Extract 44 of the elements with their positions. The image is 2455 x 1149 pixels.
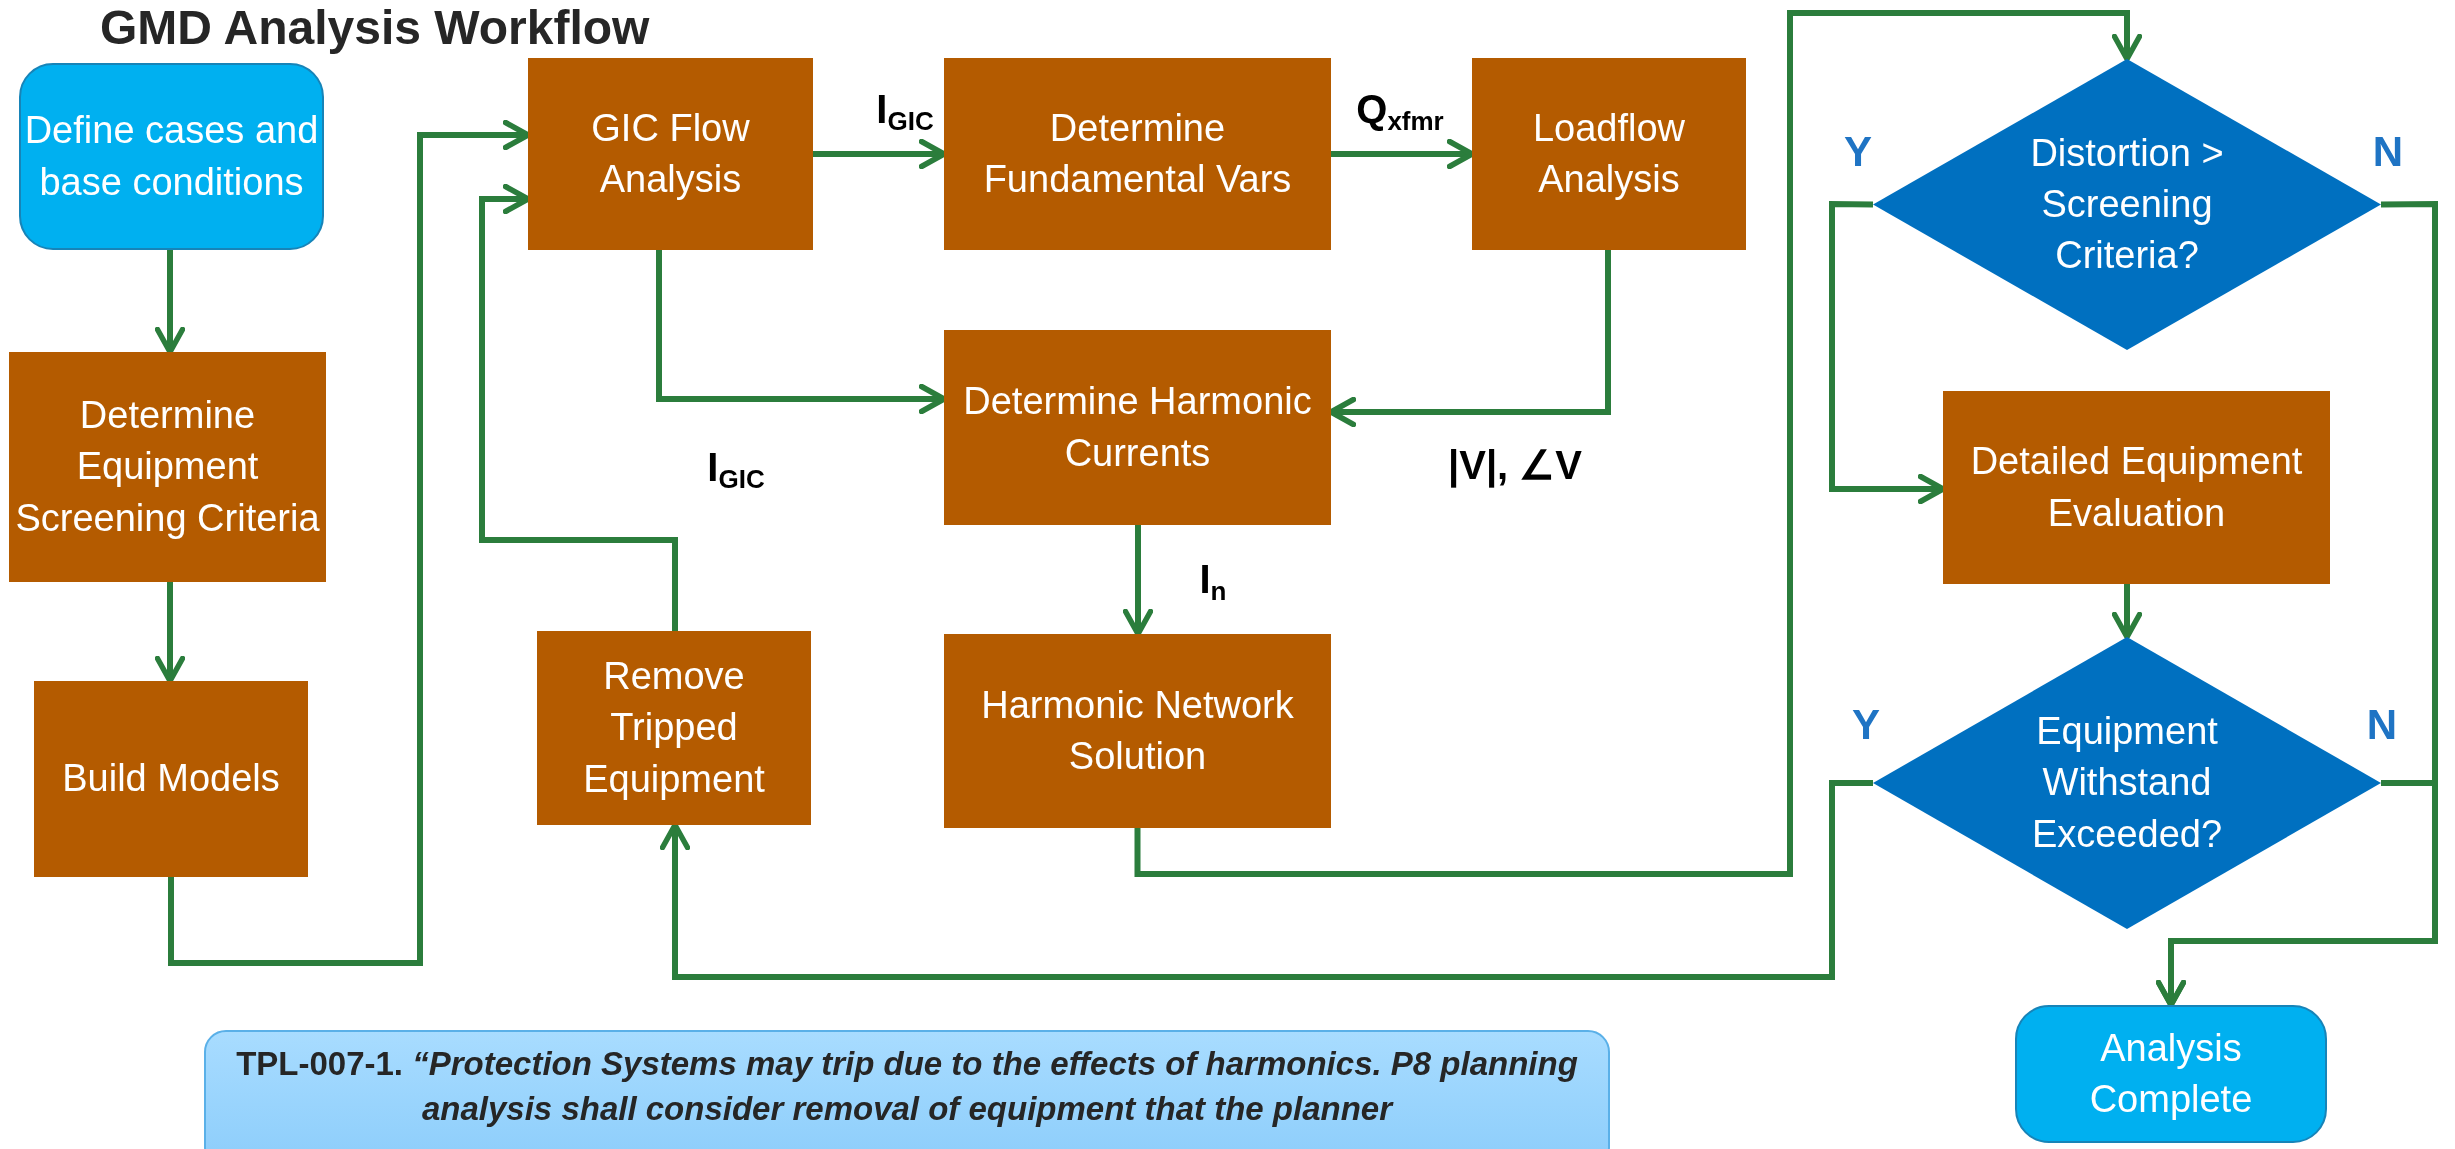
process-box [9,352,326,582]
arrow [479,183,678,631]
process-box [944,58,1331,250]
arrow [2111,584,2143,640]
node-label: Build Models [62,756,280,802]
node-label: Remove Tripped Equipment [582,654,766,802]
node-label: Define cases and base conditions [23,108,320,205]
arrow [154,250,186,355]
arrow [2155,780,2438,1008]
node-label: Determine Equipment Screening Criteria [14,393,321,541]
arrow [1122,525,1154,637]
edge-label: I$_{GIC}$ [876,87,934,137]
node-label: Distortion > Screening Criteria? [2029,130,2225,279]
arrow [1134,10,2143,877]
process-box [944,330,1331,525]
diagram-title: GMD Analysis Workflow [100,2,650,55]
edge-label: Y [1852,701,1880,749]
process-box [1943,391,2330,584]
process-box [528,58,813,250]
terminal-box [19,63,324,250]
node-label: Loadflow Analysis [1531,105,1687,202]
node-label: Analysis Complete [2088,1025,2254,1122]
node-label: Determine Fundamental Vars [982,105,1293,202]
node-label: Equipment Withstand Exceeded? [2030,709,2224,857]
process-box [1472,58,1746,250]
process-box [944,634,1331,828]
edge-label: |V|, ∠V [1448,442,1582,488]
arrow [154,582,186,684]
edge-label: Y [1844,128,1872,176]
edge-label: I$_{GIC}$ [707,445,765,495]
edge-label: I$_{n}$ [1199,557,1227,607]
edge-label: N [2366,701,2398,749]
process-box [537,631,811,825]
quote-text: TPL-007-1. “Protection Systems may trip due to the effects of harmonics. P8 planning analysis shall consider removal of equipment that the planner [236,1044,1578,1129]
node-label: Detailed Equipment Evaluation [1969,439,2304,536]
process-box [34,681,308,877]
edge-label: N [2372,128,2404,176]
node-label: Determine Harmonic Currents [962,379,1313,476]
terminal-box [2015,1005,2327,1143]
node-label: GIC Flow Analysis [590,105,751,202]
arrow [659,780,1873,980]
edge-label: Q$_{xfmr}$ [1356,87,1444,137]
node-label: Harmonic Network Solution [980,682,1295,779]
note-box [204,1030,1610,1149]
